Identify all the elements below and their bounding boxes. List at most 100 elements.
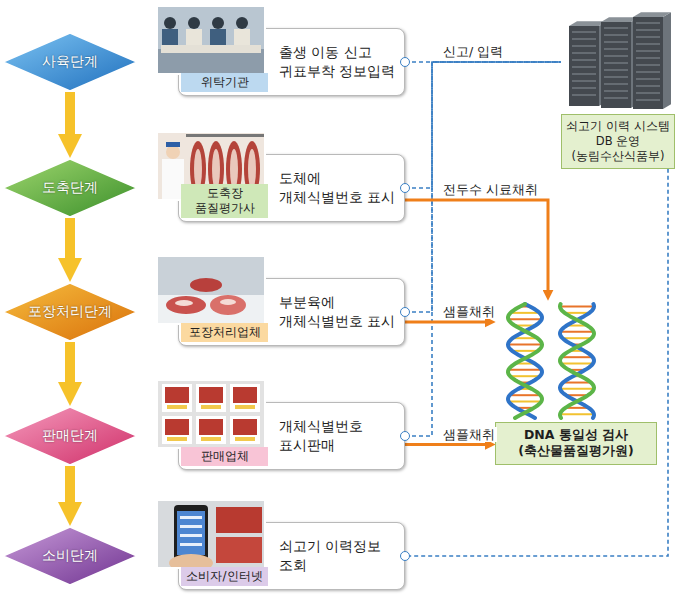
server-slot bbox=[604, 42, 628, 43]
stage-label: 소비단계 bbox=[42, 547, 98, 565]
stage-label: 도축단계 bbox=[42, 179, 98, 197]
server-slot bbox=[604, 35, 628, 36]
photo-detail bbox=[196, 416, 226, 444]
task-text: 부분육에 개체식별번호 표시 bbox=[279, 293, 398, 331]
dna-rung bbox=[508, 369, 541, 371]
photo-detail bbox=[210, 29, 226, 47]
photo-detail bbox=[196, 384, 226, 412]
data-link bbox=[405, 62, 561, 436]
photo-detail bbox=[166, 296, 206, 314]
diamond-outline bbox=[3, 527, 137, 585]
photo-detail bbox=[180, 534, 202, 537]
server-slot bbox=[604, 56, 628, 57]
port-dot bbox=[400, 551, 410, 561]
process-card: 포장처리업체 부분육에 개체식별번호 표시 bbox=[178, 278, 405, 346]
server-slot bbox=[604, 77, 628, 78]
agency-text: 쇠고기 이력 시스템 DB 운영 (농림수산식품부) bbox=[566, 119, 670, 164]
photo-detail bbox=[235, 405, 255, 409]
stage-diamond: 소비단계 bbox=[2, 526, 138, 586]
process-card: 위탁기관출생 이동 신고 귀표부착 정보입력 bbox=[178, 28, 405, 96]
photo-detail bbox=[167, 405, 187, 409]
server-slot bbox=[636, 30, 660, 31]
process-card: 소비자/인터넷 쇠고기 이력정보 조회 bbox=[178, 522, 405, 590]
sample-arrow bbox=[405, 321, 488, 324]
photo-detail bbox=[164, 17, 176, 29]
port-dot bbox=[400, 57, 410, 67]
agency-box: 쇠고기 이력 시스템 DB 운영 (농림수산식품부) bbox=[561, 2, 675, 169]
stage-arrow bbox=[65, 466, 75, 512]
server-slot bbox=[604, 28, 628, 29]
photo-detail bbox=[233, 387, 257, 403]
server-slot bbox=[604, 84, 628, 85]
data-link bbox=[405, 62, 561, 188]
stage-diamond: 도축단계 bbox=[2, 158, 138, 218]
server-front bbox=[633, 17, 663, 109]
diamond-outline bbox=[3, 159, 137, 217]
dna-rung bbox=[561, 356, 592, 358]
photo-detail bbox=[166, 142, 180, 147]
photo-detail bbox=[235, 437, 255, 441]
server-slot bbox=[572, 46, 596, 47]
photo-detail bbox=[165, 387, 189, 403]
dna-rung bbox=[560, 413, 594, 415]
photo-detail bbox=[234, 29, 250, 47]
server-slot bbox=[572, 67, 596, 68]
data-link bbox=[405, 62, 561, 312]
photo-detail bbox=[162, 416, 192, 444]
photo bbox=[156, 255, 266, 325]
task-text: 출생 이동 신고 귀표부착 정보입력 bbox=[279, 43, 398, 81]
server-slot bbox=[572, 32, 596, 33]
photo-frame bbox=[157, 500, 265, 568]
stage-arrow bbox=[65, 92, 75, 144]
diamond-outline bbox=[3, 407, 137, 465]
dna-illustration bbox=[495, 300, 657, 422]
photo-detail bbox=[199, 419, 223, 435]
actor-label: 소비자/인터넷 bbox=[181, 567, 268, 586]
dna-strand bbox=[508, 304, 542, 418]
task-text: 개체식별번호 표시판매 bbox=[279, 417, 398, 455]
photo-detail bbox=[199, 387, 223, 403]
photo-detail bbox=[190, 278, 222, 292]
server-slot bbox=[636, 65, 660, 66]
photo-frame bbox=[157, 380, 265, 448]
dna-strand bbox=[560, 304, 594, 418]
dna-rung bbox=[508, 318, 541, 320]
photo-detail bbox=[216, 537, 262, 563]
photo-detail bbox=[180, 516, 202, 519]
server-slot bbox=[636, 86, 660, 87]
photo-detail bbox=[230, 149, 238, 189]
process-card: 도축장 품질평가사도체에 개체식별번호 표시 bbox=[178, 154, 405, 222]
server-slot bbox=[604, 63, 628, 64]
photo-detail bbox=[166, 145, 180, 159]
actor-label: 포장처리업체 bbox=[181, 323, 268, 342]
stage-label: 사육단계 bbox=[42, 53, 98, 71]
photo bbox=[156, 499, 266, 569]
actor-label: 판매업체 bbox=[181, 447, 268, 466]
photo-detail bbox=[216, 507, 262, 533]
photo bbox=[156, 5, 266, 75]
photo-frame bbox=[157, 6, 265, 74]
stage-arrow bbox=[65, 218, 75, 268]
actor-label: 도축장 품질평가사 bbox=[181, 184, 268, 218]
server-slot bbox=[636, 93, 660, 94]
dna-rung bbox=[509, 401, 542, 403]
photo-ground bbox=[156, 255, 266, 325]
photo-detail bbox=[210, 295, 246, 315]
server-slot bbox=[636, 72, 660, 73]
dna-rung bbox=[562, 337, 591, 339]
stage-diamond: 포장처리단계 bbox=[2, 282, 138, 342]
task-text: 쇠고기 이력정보 조회 bbox=[279, 537, 398, 575]
server-top bbox=[633, 12, 671, 17]
photo-detail bbox=[201, 437, 221, 441]
sample-arrow bbox=[405, 443, 488, 446]
server-slot bbox=[636, 37, 660, 38]
photo-detail bbox=[233, 419, 257, 435]
photo-detail bbox=[230, 384, 260, 412]
server-side bbox=[663, 12, 671, 109]
photo-detail bbox=[162, 384, 192, 412]
photo-ground bbox=[156, 379, 266, 449]
dna-rung bbox=[508, 344, 542, 346]
photo-detail bbox=[230, 416, 260, 444]
photo-detail bbox=[220, 299, 236, 305]
server-slot bbox=[636, 100, 660, 101]
